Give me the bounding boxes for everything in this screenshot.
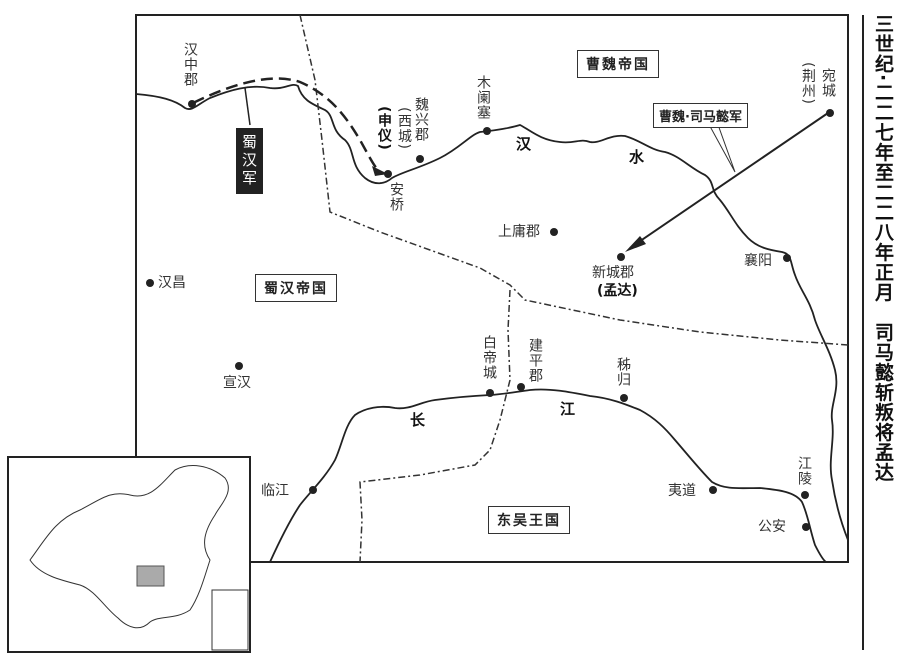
dot-xincheng: [617, 253, 625, 261]
dot-shangyong: [550, 228, 558, 236]
dot-jiangling: [801, 491, 809, 499]
han-river: [135, 84, 849, 541]
dot-hanchang: [146, 279, 154, 287]
shu-army-arrowhead: [372, 166, 388, 176]
place-mulansai: 木阑塞: [475, 75, 491, 120]
dot-weixing: [416, 155, 424, 163]
place-jianping: 建平郡: [527, 338, 543, 383]
place-anqiao: 安桥: [388, 182, 404, 212]
inset-highlight: [136, 565, 165, 587]
place-xicheng: (西城): [396, 107, 412, 150]
dot-zigui: [620, 394, 628, 402]
place-jingzhou: (荆州): [800, 62, 816, 105]
place-baidicheng: 白帝城: [481, 335, 497, 380]
inset-frame: [7, 456, 251, 653]
river-label-han-1: 汉: [516, 135, 532, 153]
place-weixing: 魏兴郡: [413, 97, 429, 142]
shu-army-leader: [244, 87, 251, 126]
place-jiangling: 江陵: [796, 456, 812, 486]
city-dots: [146, 100, 834, 531]
river-label-chang-2: 江: [560, 400, 576, 418]
place-hanzhong: 汉中郡: [182, 42, 198, 87]
dot-mulansai: [483, 127, 491, 135]
place-shenyi: (申仪): [376, 106, 392, 151]
place-xiangyang: 襄阳: [744, 253, 772, 269]
place-xuanhan: 宣汉: [223, 375, 251, 391]
wei-shu-border: [299, 14, 849, 346]
place-mengda: (孟达): [597, 283, 638, 299]
dot-wancheng: [826, 109, 834, 117]
place-yidao: 夷道: [668, 483, 696, 499]
place-gongan: 公安: [758, 519, 786, 535]
river-label-chang-1: 长: [410, 411, 426, 429]
wei-army-arrowhead: [625, 236, 646, 252]
place-hanchang: 汉昌: [158, 275, 186, 291]
dot-baidicheng: [486, 389, 494, 397]
dot-jianping: [517, 383, 525, 391]
river-label-han-2: 水: [629, 148, 645, 166]
label-shu-empire: 蜀汉帝国: [255, 274, 337, 302]
yangtze-river: [269, 388, 827, 563]
dot-hanzhong: [188, 100, 196, 108]
dot-anqiao: [384, 170, 392, 178]
place-wancheng: 宛城: [820, 68, 836, 98]
map-title: 三世纪·二二七年至二二八年正月 司马懿斩叛将孟达: [872, 14, 894, 483]
dot-xuanhan: [235, 362, 243, 370]
dot-xiangyang: [783, 254, 791, 262]
wei-army-leader: [699, 107, 736, 173]
dot-gongan: [802, 523, 810, 531]
shu-army-route: [192, 77, 381, 173]
map-frame: [135, 14, 849, 563]
label-wu-kingdom: 东吴王国: [488, 506, 570, 534]
place-xincheng: 新城郡: [592, 265, 634, 281]
label-shu-army: 蜀汉军: [236, 128, 263, 194]
place-zigui: 秭归: [615, 357, 631, 387]
inset-china-outline: [29, 465, 229, 629]
place-linjiang: 临江: [261, 483, 289, 499]
dot-yidao: [709, 486, 717, 494]
place-shangyong: 上庸郡: [498, 224, 540, 240]
inset-south-sea-box: [211, 589, 249, 651]
dot-linjiang: [309, 486, 317, 494]
shu-wu-border: [359, 289, 511, 563]
wei-army-route: [629, 112, 829, 249]
label-wei-empire: 曹魏帝国: [577, 50, 659, 78]
label-wei-army: 曹魏·司马懿军: [653, 103, 748, 128]
